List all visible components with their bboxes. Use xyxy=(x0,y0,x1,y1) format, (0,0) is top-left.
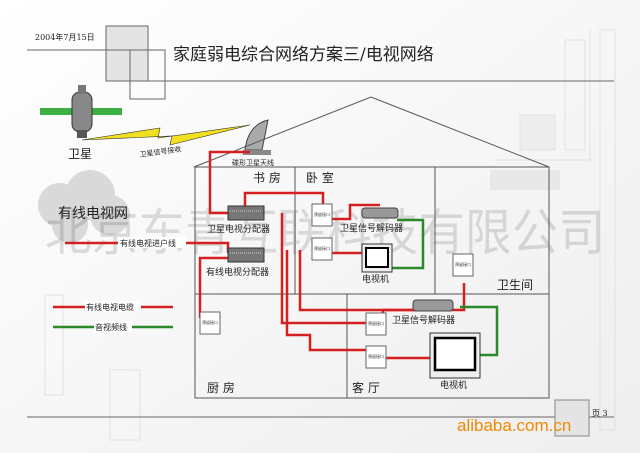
svg-text:预留接口: 预留接口 xyxy=(202,319,218,325)
cable-entry-label: 有线电视进户线 xyxy=(120,238,176,248)
page-number: 页 3 xyxy=(592,409,608,418)
svg-text:预留接口: 预留接口 xyxy=(368,320,384,326)
port-kitchen: 预留接口 xyxy=(199,311,221,335)
satellite-icon xyxy=(40,85,122,138)
brand-watermark: alibaba.com.cn xyxy=(457,416,571,435)
av-lines xyxy=(392,218,499,357)
room-living: 客 厅 xyxy=(352,380,380,395)
satellite-dish-icon xyxy=(243,119,271,155)
house-outline xyxy=(193,96,550,399)
port-living-2: 预留接口 xyxy=(365,345,387,369)
decoder-icon xyxy=(361,207,399,219)
room-kitchen: 厨 房 xyxy=(207,380,235,395)
tv-bedroom-label: 电视机 xyxy=(362,273,389,285)
room-bedroom: 卧 室 xyxy=(306,170,334,185)
cloud-icon xyxy=(38,170,130,243)
wall-ports: 预留接口 预留接口 预留接口 预留接口 预留接口 预留接口 xyxy=(199,203,474,369)
sat-splitter-label: 卫星电视分配器 xyxy=(207,223,270,235)
svg-text:预留接口: 预留接口 xyxy=(314,245,330,251)
header xyxy=(27,25,614,100)
satellite-label: 卫星 xyxy=(68,147,92,161)
tv-living-label: 电视机 xyxy=(440,379,467,391)
page-box xyxy=(554,399,590,437)
sat-splitter-icon xyxy=(227,205,265,221)
page-title: 家庭弱电综合网络方案三/电视网络 xyxy=(173,45,434,65)
decoder-bedroom-label: 卫星信号解码器 xyxy=(340,222,403,234)
decoder-icon xyxy=(412,299,454,312)
svg-text:预留接口: 预留接口 xyxy=(455,261,471,267)
cable-splitter-label: 有线电视分配器 xyxy=(206,266,269,278)
date-label: 2004年7月15日 xyxy=(35,32,95,42)
port-living-1: 预留接口 xyxy=(365,312,387,336)
port-bathroom: 预留接口 xyxy=(452,253,474,277)
background-decoration xyxy=(44,29,616,441)
tv-icon xyxy=(429,332,481,379)
port-bedroom-2: 预留接口 xyxy=(311,237,333,261)
svg-text:预留接口: 预留接口 xyxy=(314,211,330,217)
cable-network-label: 有线电视网 xyxy=(58,206,128,222)
room-bathroom: 卫生间 xyxy=(497,278,533,292)
lightning-icon xyxy=(81,124,251,146)
legend-av: 音视频线 xyxy=(95,322,127,332)
legend-cable: 有线电视电缆 xyxy=(86,302,134,312)
tv-icon xyxy=(361,243,393,273)
port-bedroom-1: 预留接口 xyxy=(311,203,333,227)
decoder-living-label: 卫星信号解码器 xyxy=(392,314,455,326)
entry-label-bg xyxy=(118,237,186,248)
cable-lines xyxy=(65,150,466,360)
room-study: 书 房 xyxy=(253,170,281,185)
legend: 有线电视电缆 音视频线 xyxy=(53,301,173,332)
dish-label: 碟形卫星天线 xyxy=(232,158,274,167)
svg-text:预留接口: 预留接口 xyxy=(368,353,384,359)
cable-splitter-icon xyxy=(227,247,265,263)
